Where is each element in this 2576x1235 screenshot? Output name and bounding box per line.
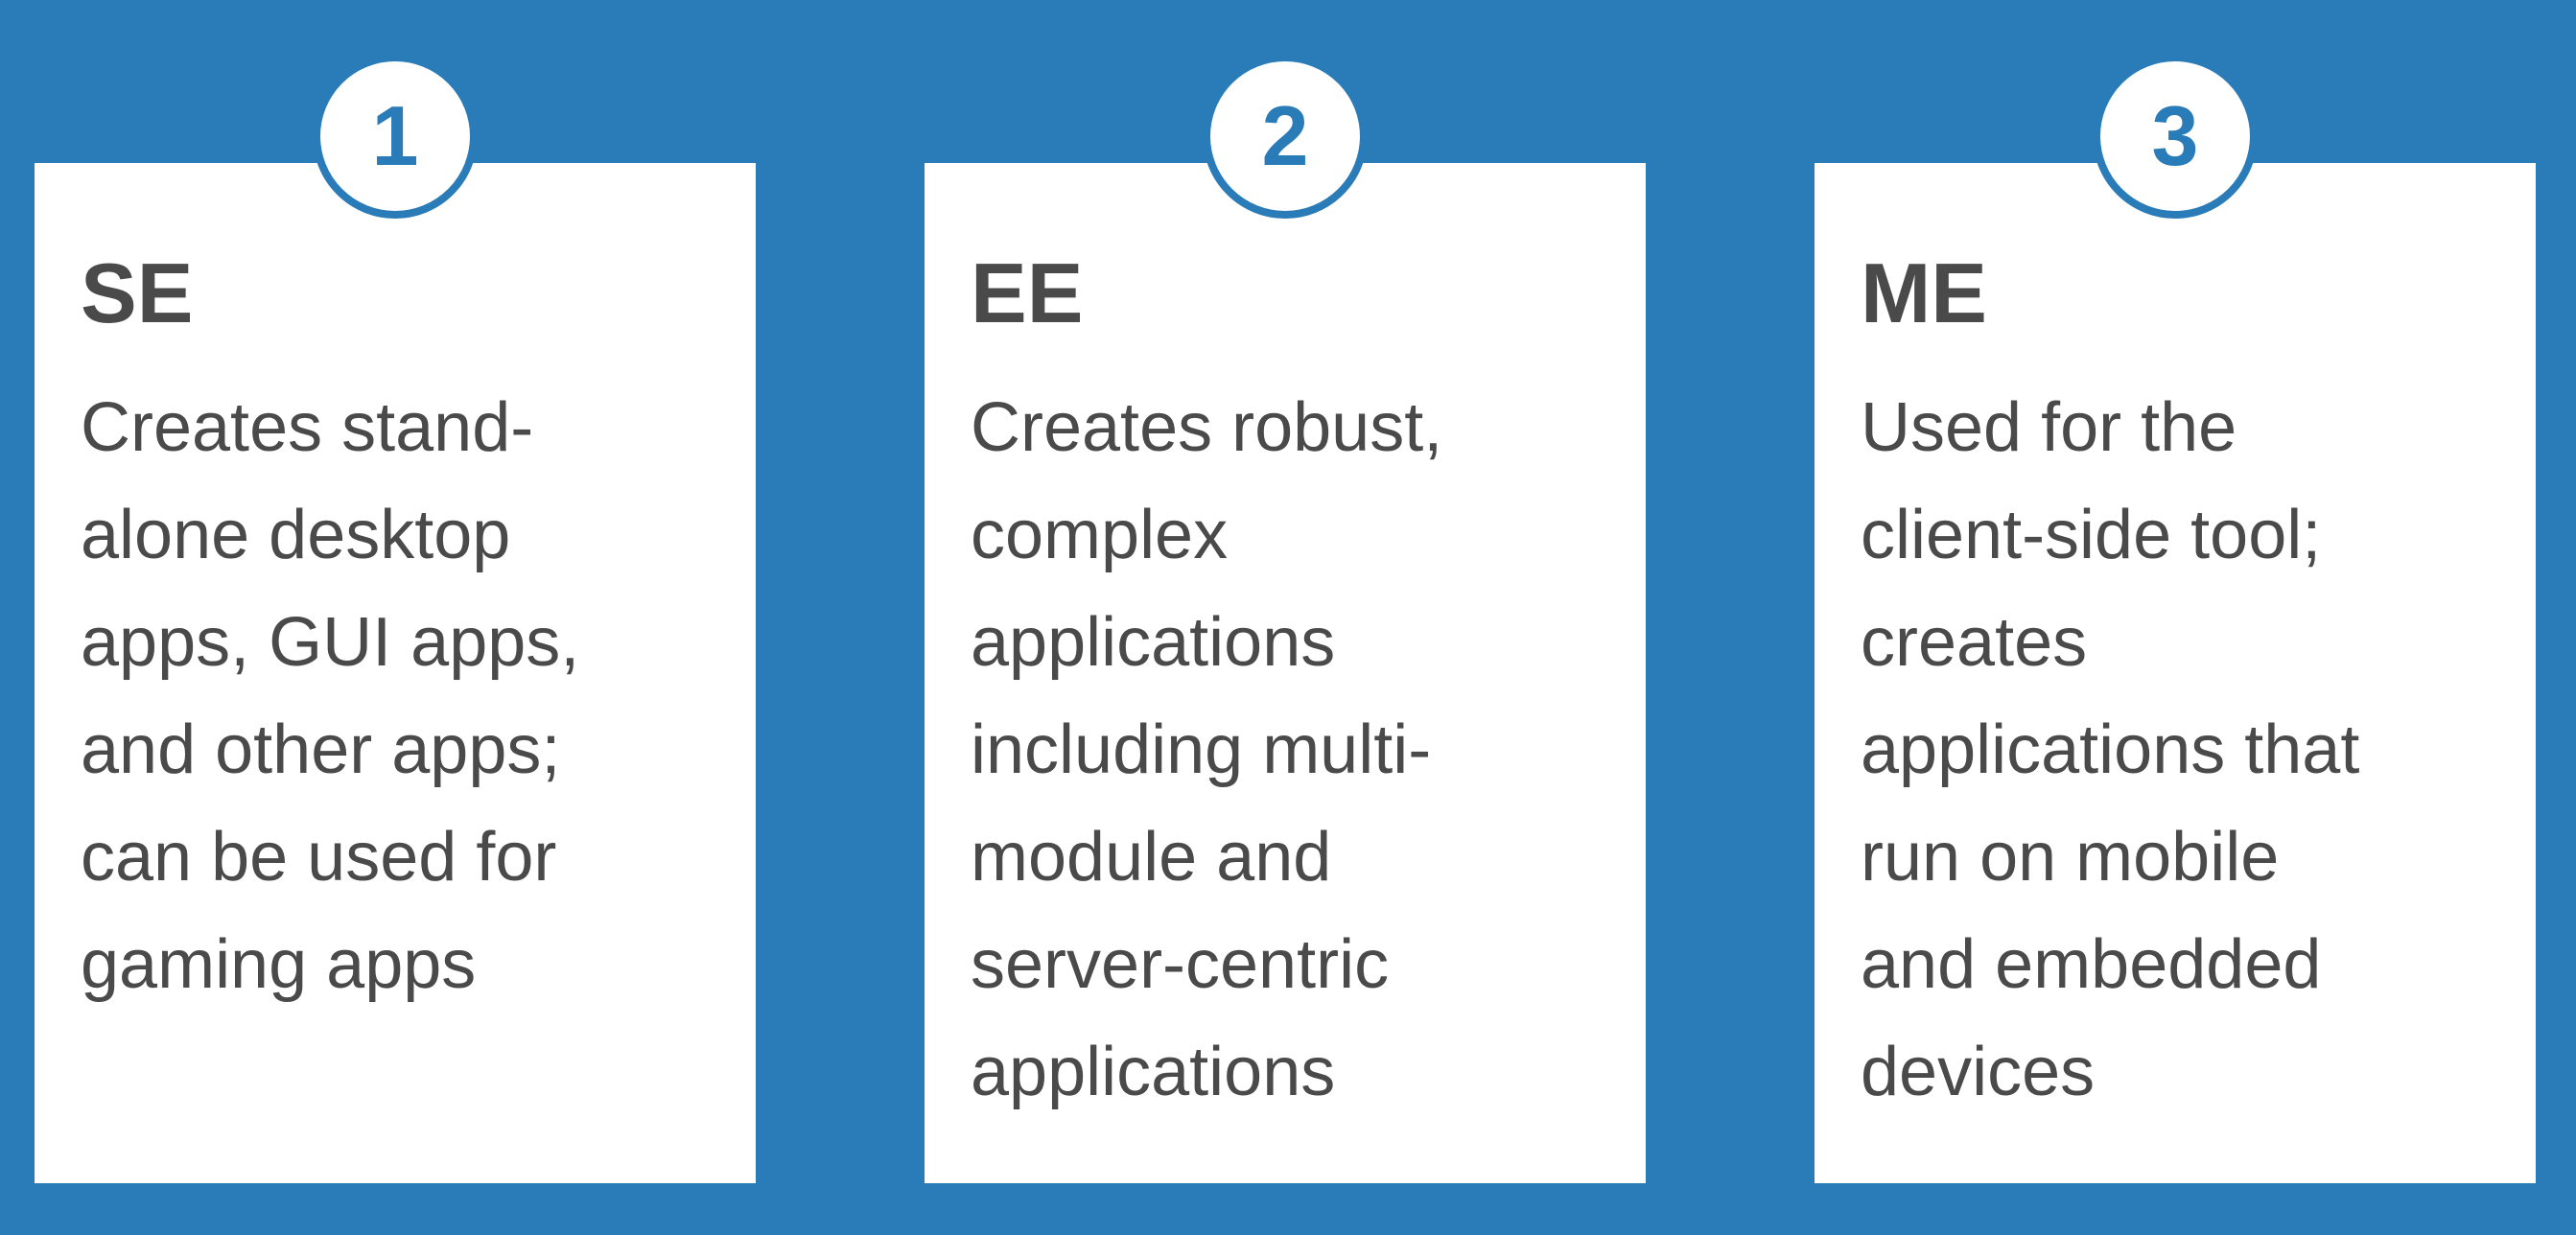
card-ee: 2 EE Creates robust, complex application… [925, 54, 1646, 1183]
card-description: Used for the client-side tool; creates a… [1861, 374, 2513, 1126]
description-line: applications that [1861, 711, 2360, 788]
description-line: run on mobile [1861, 819, 2280, 896]
number-badge: 3 [2093, 54, 2258, 219]
card-title: EE [971, 245, 1084, 340]
description-line: applications [971, 604, 1336, 681]
description-line: devices [1861, 1034, 2096, 1110]
description-line: gaming apps [81, 926, 477, 1003]
description-line: Used for the [1861, 389, 2237, 466]
description-line: applications [971, 1034, 1336, 1110]
description-line: and other apps; [81, 711, 561, 788]
description-line: complex [971, 497, 1229, 573]
number-badge: 1 [313, 54, 478, 219]
description-line: Creates stand- [81, 389, 534, 466]
description-line: client-side tool; [1861, 497, 2322, 573]
description-line: server-centric [971, 926, 1390, 1003]
card-title: ME [1861, 245, 1987, 340]
card-me: 3 ME Used for the client-side tool; crea… [1815, 54, 2536, 1183]
description-line: alone desktop [81, 497, 511, 573]
description-line: including multi- [971, 711, 1432, 788]
description-line: and embedded [1861, 926, 2322, 1003]
description-line: module and [971, 819, 1332, 896]
card-description: Creates stand- alone desktop apps, GUI a… [81, 374, 733, 1018]
number-badge: 2 [1203, 54, 1368, 219]
description-line: apps, GUI apps, [81, 604, 580, 681]
card-description: Creates robust, complex applications inc… [971, 374, 1623, 1126]
description-line: can be used for [81, 819, 557, 896]
card-title: SE [81, 245, 194, 340]
description-line: Creates robust, [971, 389, 1443, 466]
description-line: creates [1861, 604, 2088, 681]
card-se: 1 SE Creates stand- alone desktop apps, … [35, 54, 756, 1183]
